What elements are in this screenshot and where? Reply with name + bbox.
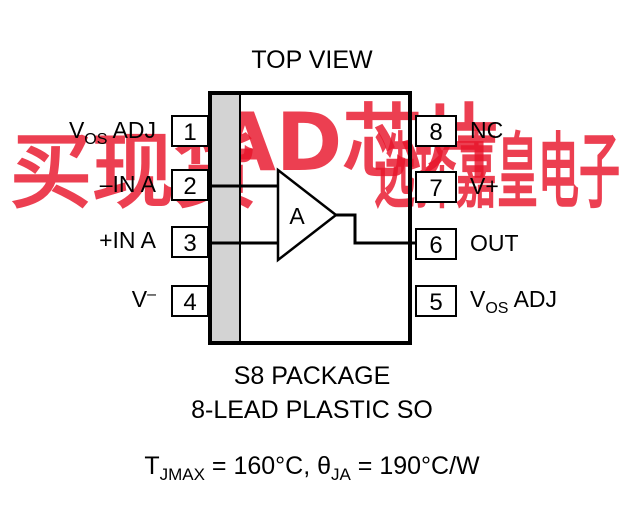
pin-box (415, 285, 457, 317)
pin-3: 3 +IN A (99, 226, 209, 258)
pin-box (171, 226, 209, 258)
pin-number: 6 (429, 232, 442, 259)
pin-label-main: V (470, 286, 486, 312)
pin-box (171, 285, 209, 317)
pin-number: 3 (183, 230, 196, 257)
pin-label-sub: OS (84, 131, 107, 148)
pin-label: V+ (470, 173, 499, 199)
theta-subscript: JA (331, 465, 352, 484)
pin-label: VOS ADJ (470, 286, 557, 317)
pin-number: 5 (429, 289, 442, 316)
thermal-spec: TJMAX = 160°C, θJA = 190°C/W (144, 452, 480, 484)
tj-value: = 160°C, (205, 452, 317, 480)
pin-8: 8 NC (415, 115, 503, 147)
pin-5: 5 VOS ADJ (415, 285, 557, 317)
pin-6: 6 OUT (415, 228, 519, 260)
pin-1: 1 VOS ADJ (69, 115, 209, 148)
pin-number: 1 (183, 119, 196, 146)
op-amp-label: A (289, 203, 305, 229)
theta-symbol: θ (317, 452, 331, 480)
pin-label: NC (470, 117, 503, 143)
pin-box (171, 169, 209, 201)
pin-7: 7 V+ (415, 171, 499, 203)
op-amp-triangle (276, 167, 339, 263)
pin-box (415, 228, 457, 260)
pin1-marker-band (212, 95, 240, 341)
pin-number: 7 (429, 175, 442, 202)
pin-label-main: V (132, 286, 148, 312)
top-view-label: TOP VIEW (251, 46, 373, 74)
pin-label: V– (132, 286, 156, 312)
package-name: S8 PACKAGE (234, 362, 391, 390)
op-amp-a: A (276, 167, 339, 263)
pin-2: 2 –IN A (100, 169, 209, 201)
pin-label: VOS ADJ (69, 117, 156, 148)
pin-label-main: V (69, 117, 85, 143)
pin-label: +IN A (99, 227, 157, 253)
pin-number: 4 (183, 289, 196, 316)
package-description: 8-LEAD PLASTIC SO (191, 396, 433, 424)
pin-label-rest: ADJ (508, 286, 557, 312)
pin-number: 8 (429, 119, 442, 146)
pin-label: –IN A (100, 171, 157, 197)
wire-output (336, 213, 416, 245)
theta-value: = 190°C/W (351, 452, 480, 480)
pin-label-sup: – (147, 286, 156, 303)
pin-box (171, 115, 209, 147)
pin-label-sub: OS (485, 300, 508, 317)
pin-label-rest: ADJ (107, 117, 156, 143)
package-body (208, 91, 412, 345)
pin-box (415, 115, 457, 147)
tj-symbol: T (144, 452, 159, 480)
pin-number: 2 (183, 173, 196, 200)
tj-subscript: JMAX (160, 465, 205, 484)
pin-box (415, 171, 457, 203)
pin-4: 4 V– (132, 285, 209, 317)
pin-label: OUT (470, 230, 519, 256)
